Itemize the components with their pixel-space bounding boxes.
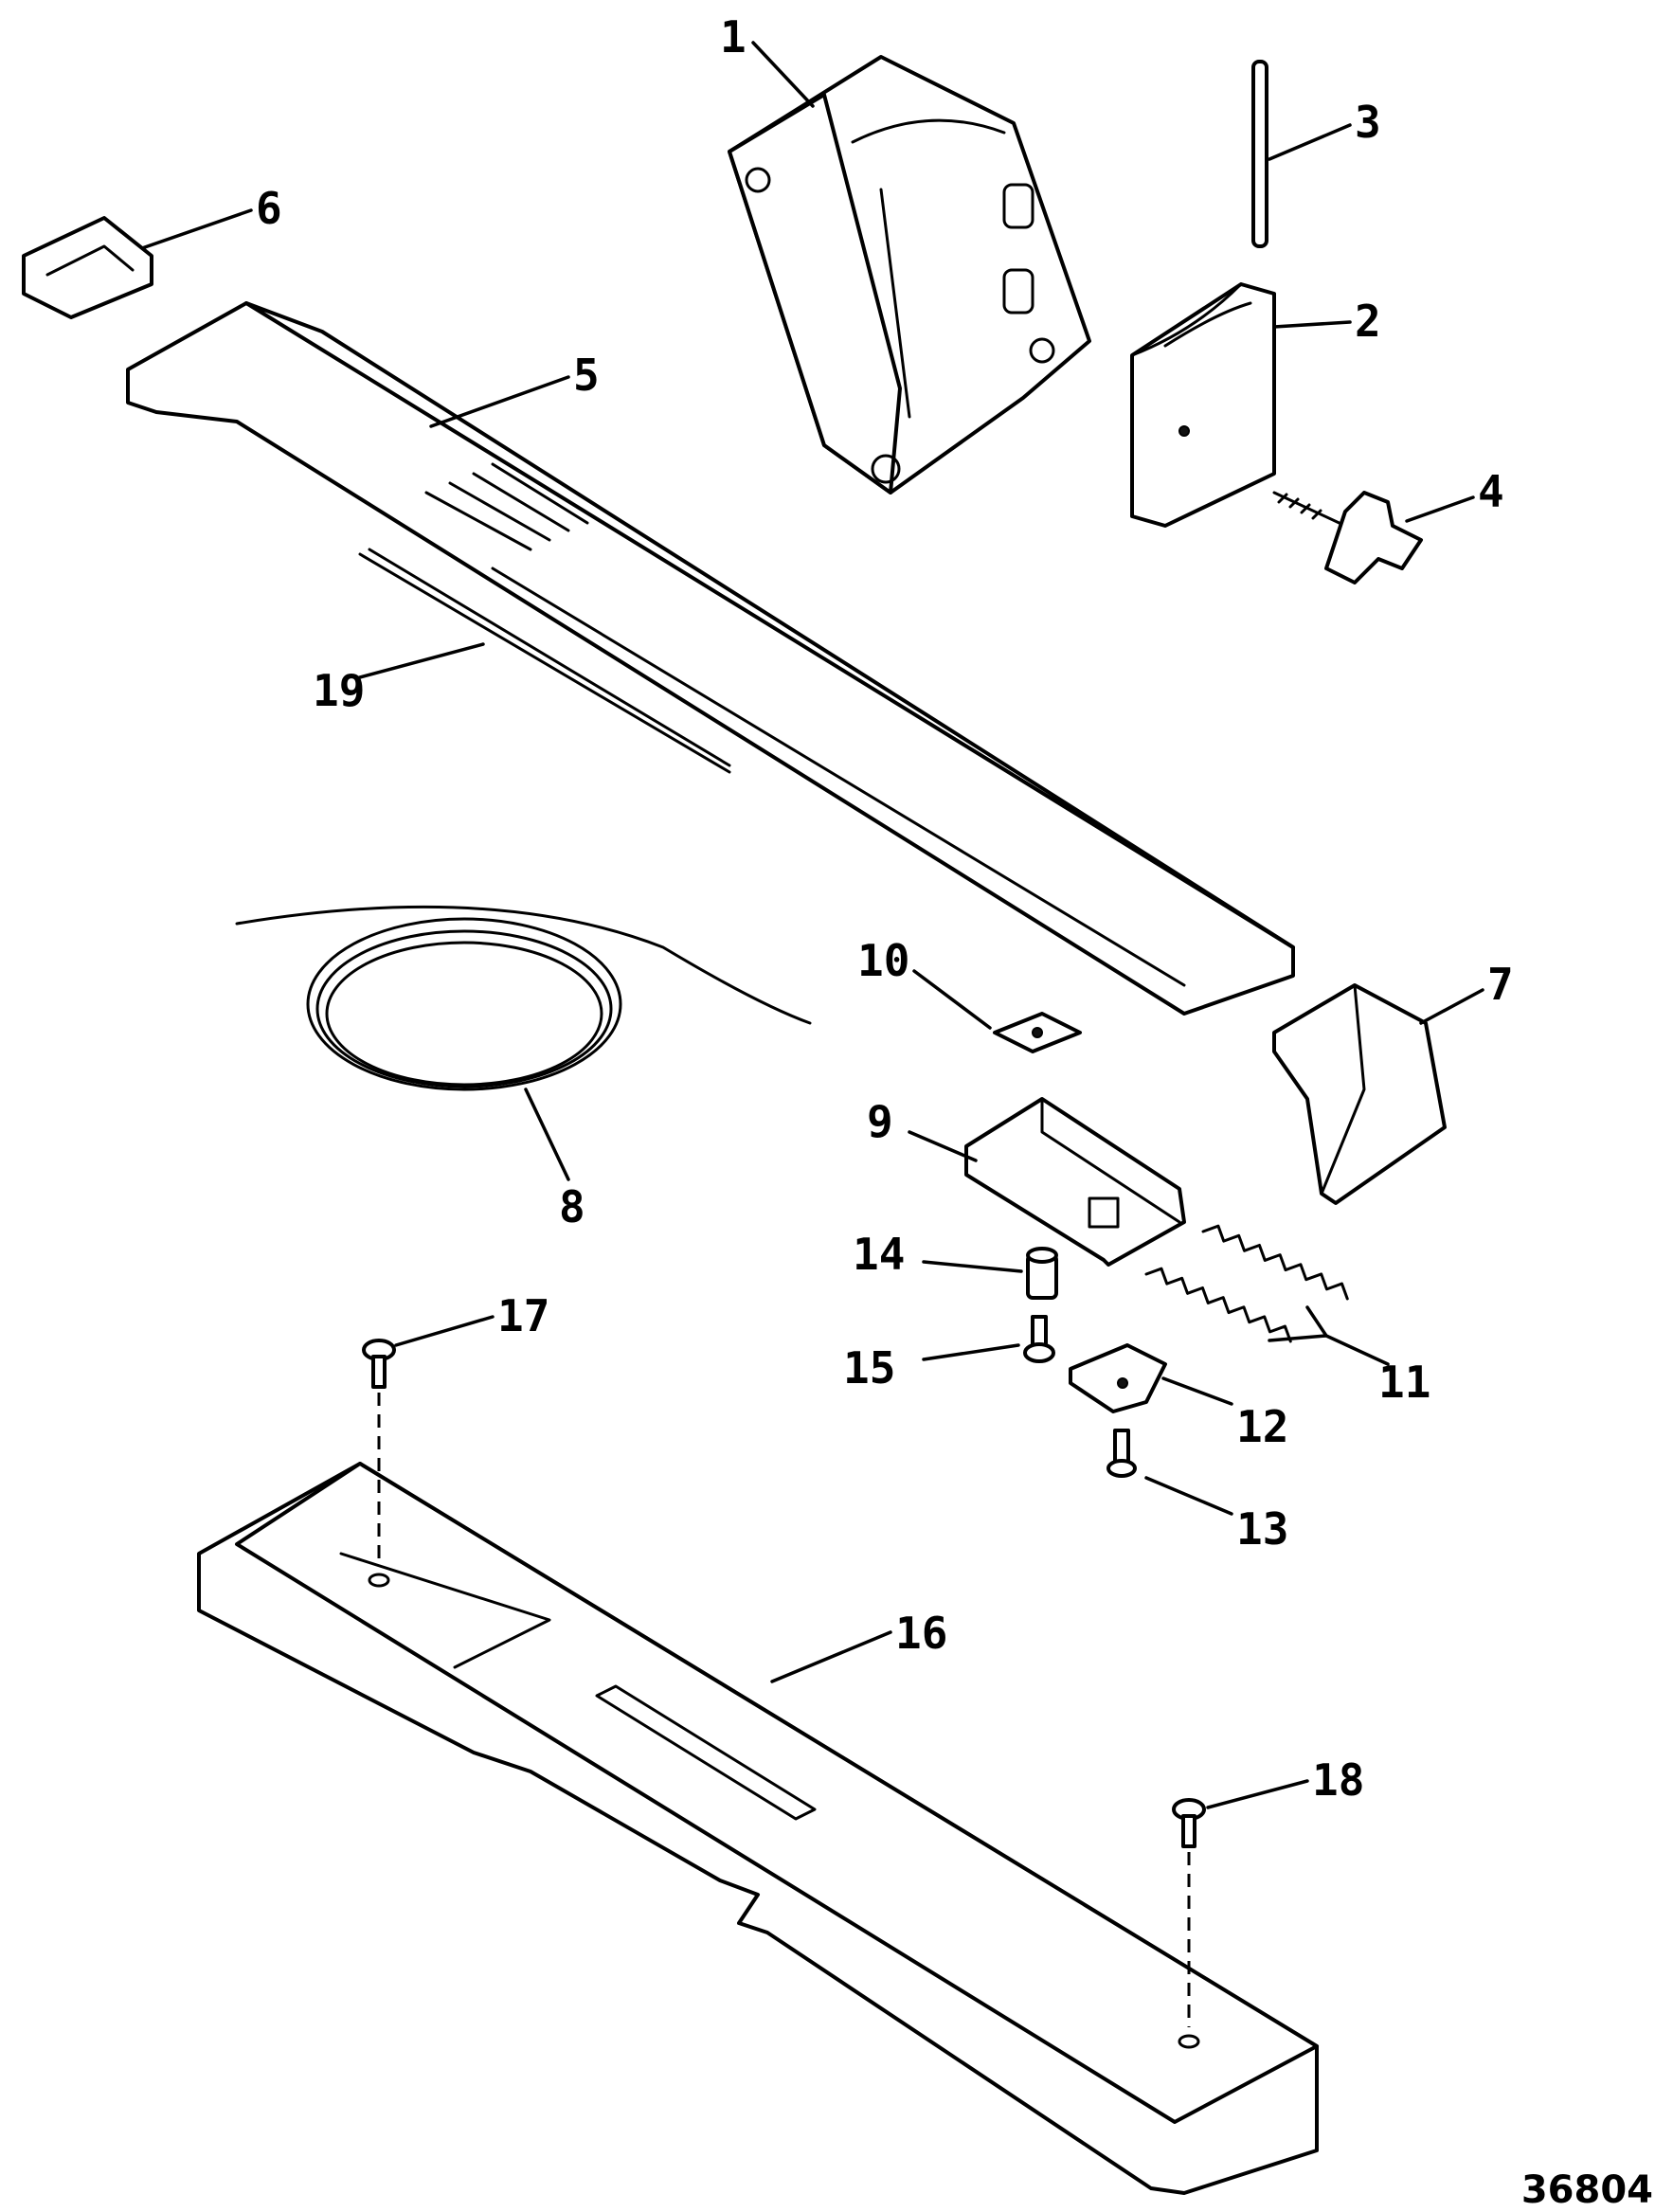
part-12-clip	[1069, 1343, 1167, 1413]
leader-lines	[140, 41, 1484, 1809]
part-14-bushing	[1026, 1247, 1058, 1300]
part-17-screw	[362, 1339, 396, 1588]
part-11-springs	[1144, 1224, 1349, 1343]
callout-10: 10	[857, 935, 909, 986]
callout-4: 4	[1478, 466, 1504, 517]
callout-18: 18	[1312, 1754, 1364, 1806]
callout-2: 2	[1355, 296, 1381, 347]
callout-8: 8	[559, 1181, 585, 1232]
part-16-base-rail	[197, 1462, 1319, 2195]
callout-labels: 1 2 3 4 5 6 7 8 9 10 11 12 13 14 15 16 1…	[256, 11, 1514, 1806]
callout-19: 19	[313, 665, 365, 716]
part-19-wire-rod	[358, 548, 731, 774]
part-10-plate	[993, 1012, 1082, 1053]
callout-6: 6	[256, 183, 282, 234]
callout-16: 16	[895, 1608, 947, 1659]
part-15-screw	[1023, 1315, 1055, 1363]
part-6-end-cap	[22, 216, 153, 319]
part-18-screw	[1172, 1798, 1206, 2049]
figure-number: 36804	[1521, 2168, 1653, 2212]
part-1-bracket	[728, 55, 1091, 495]
part-13-screw	[1106, 1429, 1137, 1478]
part-2-clamp-block	[1130, 282, 1276, 528]
callout-15: 15	[843, 1342, 895, 1394]
part-8-coiled-wire	[235, 905, 812, 1091]
part-9-slide-block	[964, 1097, 1186, 1267]
part-5-tiller-arm	[126, 301, 1295, 1016]
callout-11: 11	[1378, 1357, 1430, 1408]
callout-14: 14	[853, 1229, 905, 1280]
callout-17: 17	[497, 1290, 549, 1341]
callout-1: 1	[720, 11, 747, 63]
part-4-knob-screw	[1272, 491, 1423, 584]
callout-7: 7	[1487, 959, 1514, 1010]
callout-3: 3	[1355, 97, 1381, 148]
part-7-end-housing	[1272, 983, 1447, 1205]
callout-9: 9	[867, 1096, 893, 1147]
callout-5: 5	[573, 350, 600, 401]
part-3-pin	[1251, 60, 1268, 248]
callout-12: 12	[1236, 1401, 1288, 1452]
callout-13: 13	[1236, 1503, 1288, 1555]
